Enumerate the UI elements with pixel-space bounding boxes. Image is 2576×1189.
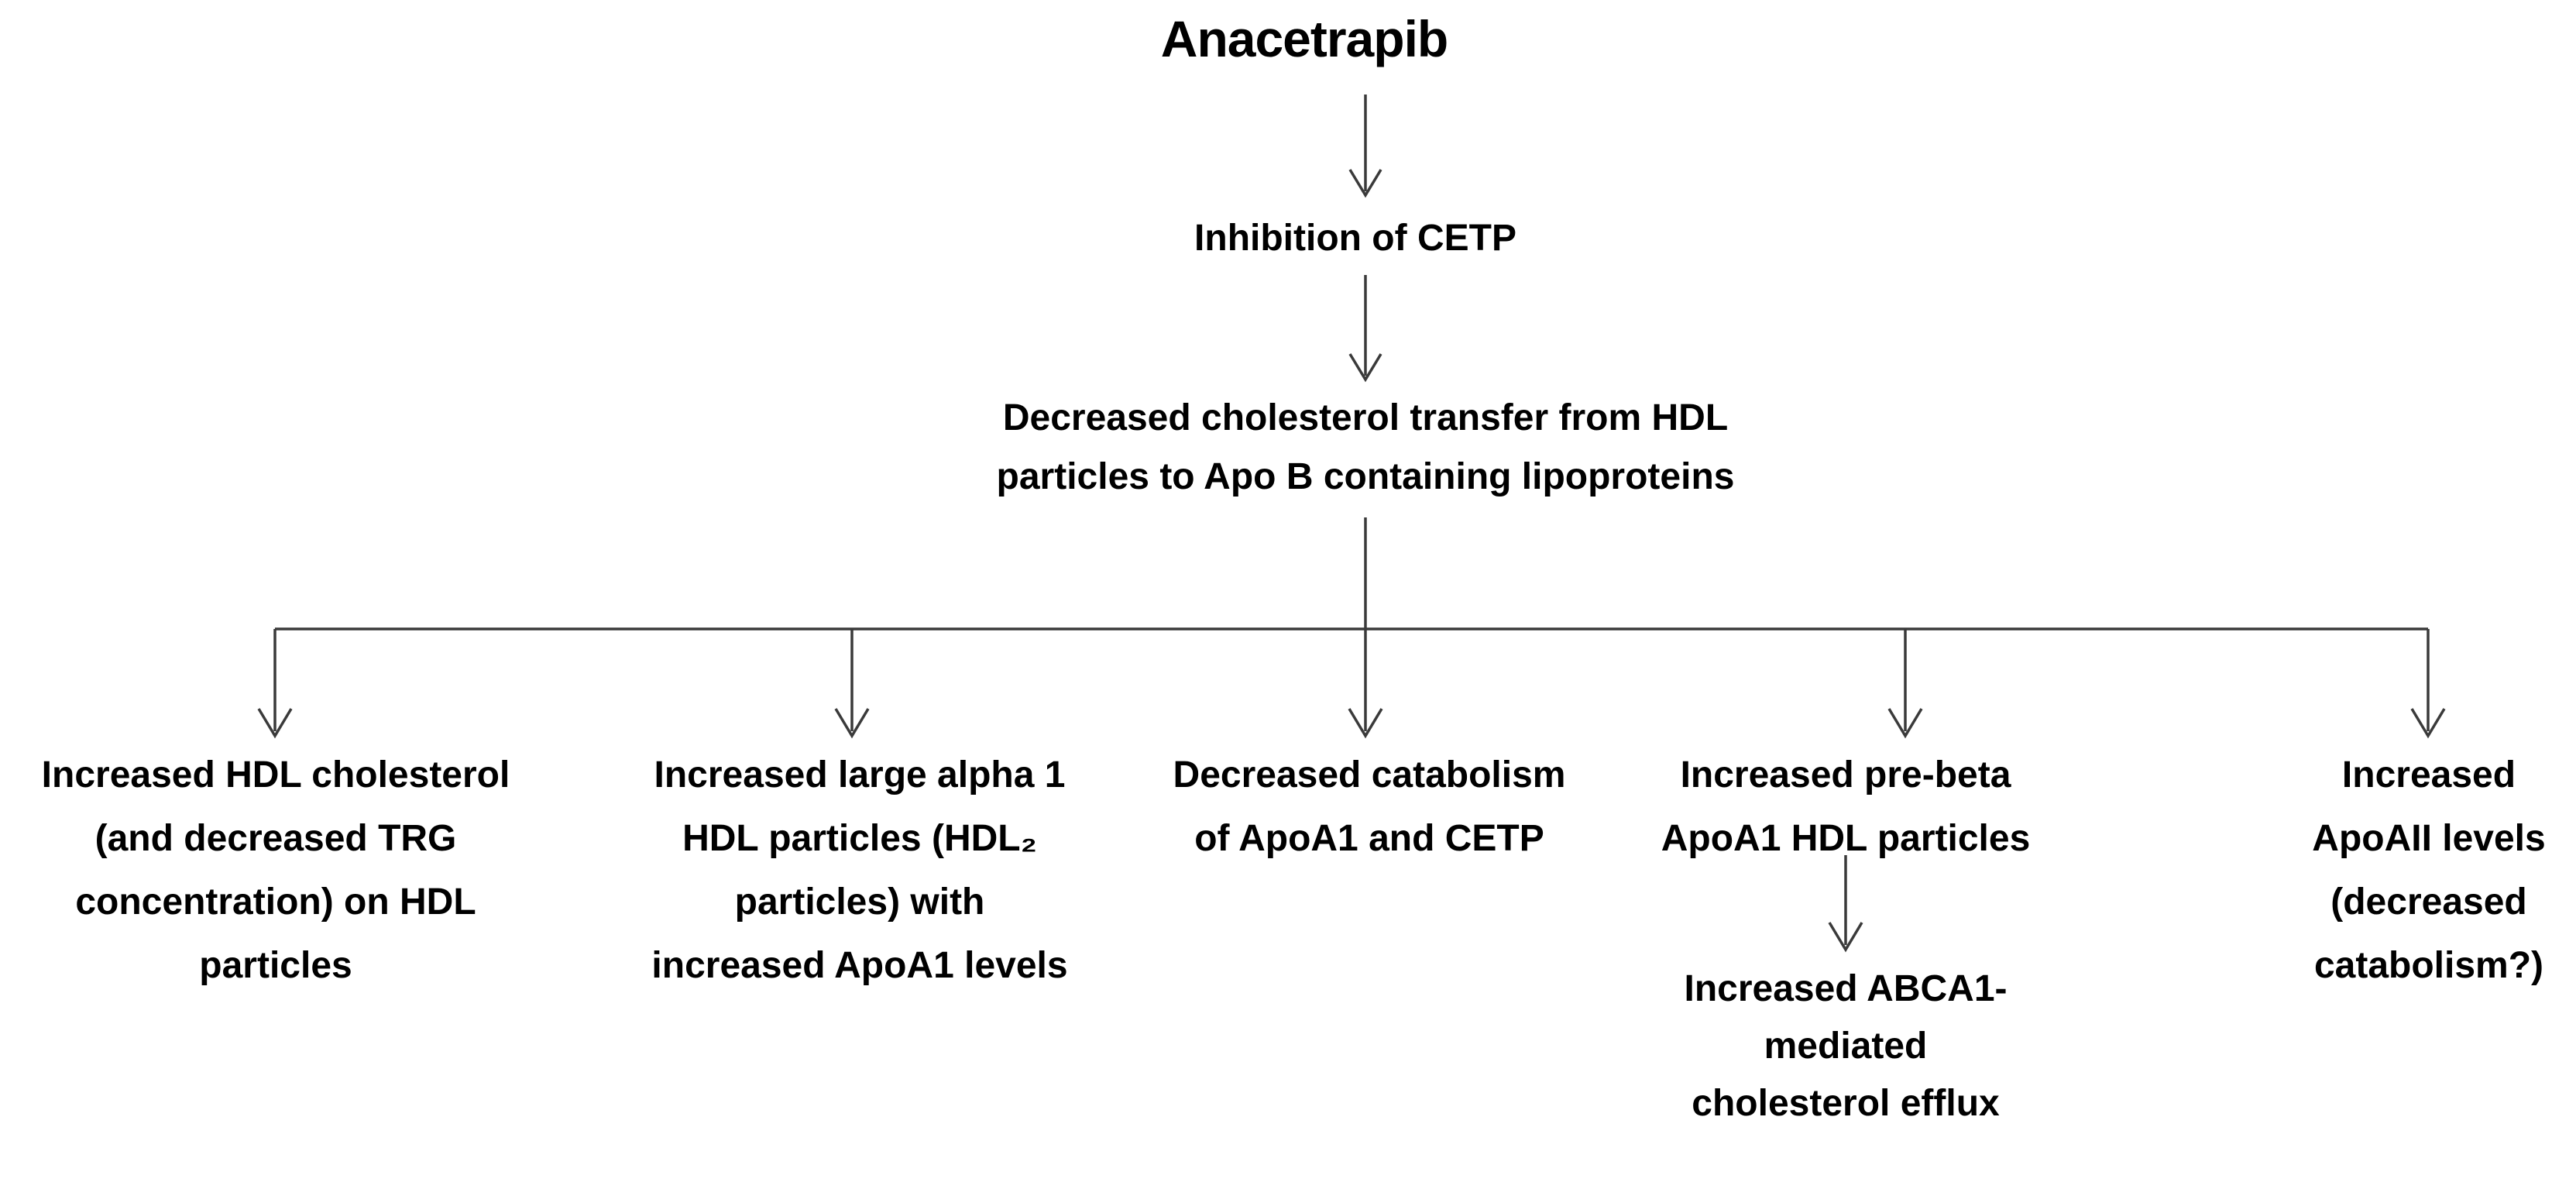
node-text-line: Decreased cholesterol transfer from HDL <box>1002 397 1729 438</box>
node-increased-prebeta-apoa1: Increased pre-beta ApoA1 HDL particles <box>1661 744 2031 871</box>
node-text-line: increased ApoA1 levels <box>651 945 1068 986</box>
down-arrowhead-icon <box>1348 169 1382 198</box>
arrow-branch-3 <box>1348 517 1383 739</box>
node-text-line: Decreased catabolism <box>1173 754 1566 796</box>
node-text-line: particles <box>199 945 352 986</box>
node-increased-hdl-cholesterol: Increased HDL cholesterol (and decreased… <box>42 744 510 998</box>
node-text-line: mediated <box>1764 1026 1928 1067</box>
down-arrowhead-icon <box>1828 922 1863 953</box>
node-text-line: cholesterol efflux <box>1692 1083 2000 1124</box>
arrow-branch-5 <box>2410 629 2446 739</box>
down-arrowhead-icon <box>1348 353 1382 383</box>
arrow-branch-2 <box>834 629 870 739</box>
node-text-line: Inhibition of CETP <box>1194 218 1516 259</box>
down-arrowhead-icon <box>1887 708 1923 739</box>
arrow-inhibition-to-transfer <box>1348 275 1382 383</box>
arrow-prebeta-to-abca1 <box>1828 855 1863 953</box>
arrow-branch-4 <box>1887 629 1923 739</box>
node-increased-apoa2-levels: Increased ApoAII levels (decreased catab… <box>2312 744 2545 998</box>
node-increased-large-alpha1-hdl: Increased large alpha 1 HDL particles (H… <box>651 744 1067 998</box>
down-arrowhead-icon <box>2410 708 2446 739</box>
node-text-line: particles) with <box>734 881 985 923</box>
arrow-title-to-inhibition <box>1348 95 1382 198</box>
node-increased-abca1-efflux: Increased ABCA1- mediated cholesterol ef… <box>1684 960 2007 1132</box>
node-inhibition-of-cetp: Inhibition of CETP <box>1194 214 1516 263</box>
node-text-line: Increased ABCA1- <box>1684 968 2008 1009</box>
node-text-line: Increased <box>2341 754 2516 796</box>
node-text-line: catabolism?) <box>2313 945 2544 986</box>
node-text-line: ApoA1 HDL particles <box>1661 818 2031 859</box>
down-arrowhead-icon <box>1348 708 1383 739</box>
node-text-line: Increased pre-beta <box>1680 754 2011 796</box>
node-text-line: Increased large alpha 1 <box>654 754 1066 796</box>
node-text-line: of ApoA1 and CETP <box>1194 818 1544 859</box>
node-decreased-catabolism: Decreased catabolism of ApoA1 and CETP <box>1173 744 1566 871</box>
node-text-line: ApoAII levels <box>2312 818 2546 859</box>
arrow-branch-1 <box>257 629 293 739</box>
flowchart-title: Anacetrapib <box>1160 10 1448 67</box>
down-arrowhead-icon <box>257 708 293 739</box>
node-decreased-cholesterol-transfer: Decreased cholesterol transfer from HDL … <box>997 389 1735 507</box>
down-arrowhead-icon <box>834 708 870 739</box>
node-text-line: Increased HDL cholesterol <box>41 754 510 796</box>
node-text-line: concentration) on HDL <box>75 881 476 923</box>
node-text-line: HDL particles (HDL₂ <box>682 818 1037 859</box>
node-text-line: particles to Apo B containing lipoprotei… <box>996 456 1735 497</box>
node-text-line: (and decreased TRG <box>94 818 457 859</box>
node-text-line: (decreased <box>2330 881 2527 923</box>
